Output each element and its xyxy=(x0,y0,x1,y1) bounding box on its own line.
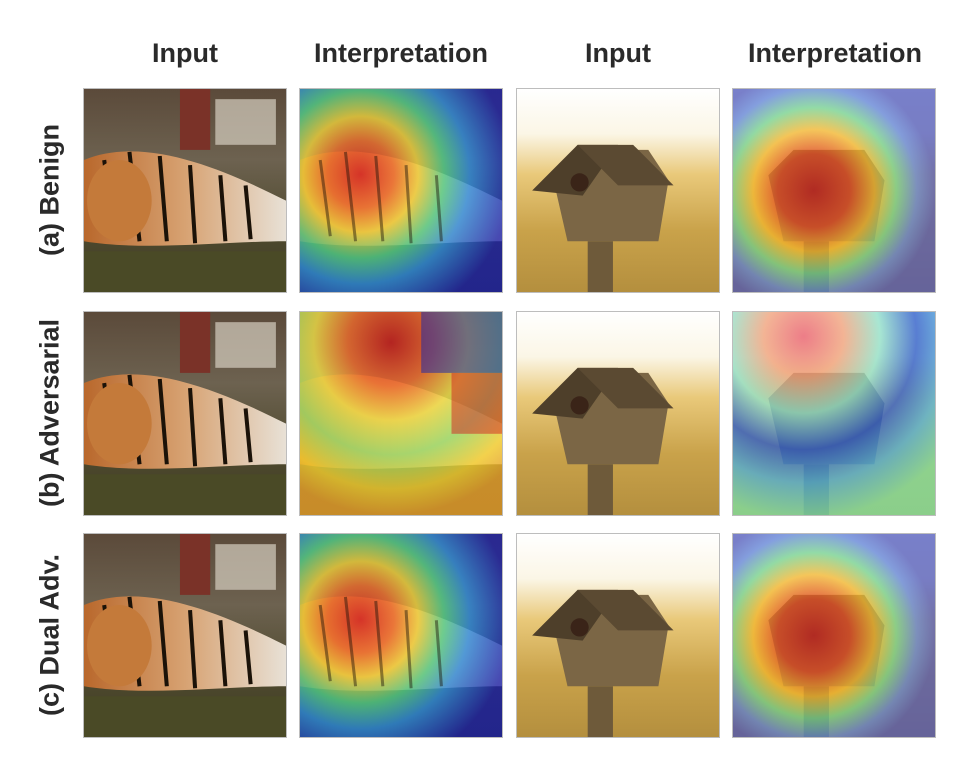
row-label-adversarial-text: (b) Adversarial xyxy=(34,318,65,508)
tiger-input-dual-adv xyxy=(83,533,287,738)
column-header-input-1: Input xyxy=(152,38,218,68)
birdhouse-input-dual-adv xyxy=(516,533,720,738)
birdhouse-interpretation-benign xyxy=(732,88,936,293)
birdhouse-interpretation-dual-adv xyxy=(732,533,936,738)
column-header-input-2: Input xyxy=(585,38,651,68)
row-label-adversarial: (b) Adversarial xyxy=(28,311,72,515)
row-label-benign: (a) Benign xyxy=(28,88,72,292)
row-label-dual-adv-text: (c) Dual Adv. xyxy=(34,553,65,717)
tiger-input-adversarial xyxy=(83,311,287,516)
tiger-interpretation-benign xyxy=(299,88,503,293)
tiger-interpretation-dual-adv xyxy=(299,533,503,738)
birdhouse-input-benign xyxy=(516,88,720,293)
tiger-interpretation-adversarial xyxy=(299,311,503,516)
column-header-interpretation-2: Interpretation xyxy=(747,38,922,68)
column-header-interpretation-1: Interpretation xyxy=(313,38,488,68)
birdhouse-interpretation-adversarial xyxy=(732,311,936,516)
row-label-benign-text: (a) Benign xyxy=(34,124,65,256)
birdhouse-input-adversarial xyxy=(516,311,720,516)
tiger-input-benign xyxy=(83,88,287,293)
row-label-dual-adv: (c) Dual Adv. xyxy=(28,533,72,737)
